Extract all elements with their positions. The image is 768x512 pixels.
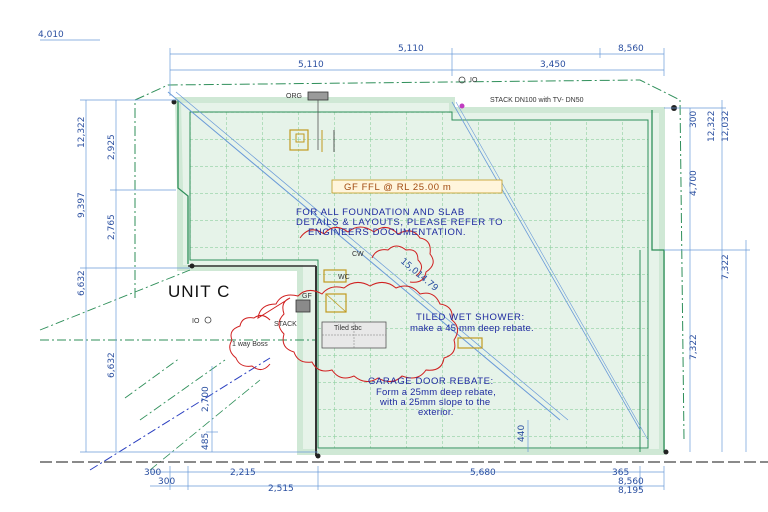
label-one-way-boss: 1 way Boss [232,341,268,348]
dim-bottom-300-b: 300 [158,477,175,487]
note-garage-title: GARAGE DOOR REBATE: [368,376,494,387]
slab-tile-grid [190,112,648,448]
dim-bottom-8560: 8,560 [618,477,644,487]
revision-cloud-left [229,314,271,370]
note-gf-ffl: GF FFL @ RL 25.00 m [344,182,451,193]
dim-left-1: 12,322 [77,117,87,149]
bottom-dimension-lines [150,466,665,490]
label-cw: CW [352,251,364,258]
stack-marker [459,103,465,109]
dim-left-4: 2,765 [107,214,117,240]
diagonal-dimension-line-2 [175,91,569,421]
diagonal-stack-line [451,101,641,431]
floor-waste-fixture [457,337,483,349]
dim-left-5: 6,632 [77,270,87,296]
dim-right-7322-a: 7,322 [721,254,731,280]
dim-top-far-left: 4,010 [38,30,64,40]
dim-left-3: 9,397 [77,192,87,218]
revision-cloud-foundation [299,226,434,283]
gf-ffl-box [331,179,503,194]
io-marker-left [204,316,212,324]
revision-cloud-cw [371,245,422,277]
inner-dimension-lines [206,366,529,452]
dim-bottom-300-a: 300 [144,468,161,478]
dim-right-4700: 4,700 [689,170,699,196]
wc-fixture [323,269,347,283]
note-foundation-line-1: FOR ALL FOUNDATION AND SLAB [296,207,465,218]
slab-inner-edge [189,111,649,449]
label-stack-dn: STACK DN100 with TV- DN50 [490,97,584,104]
dim-left-2: 2,925 [107,134,117,160]
unit-label: UNIT C [168,282,230,301]
corner-marker-sw [315,453,321,459]
corner-marker-nw [171,99,177,105]
dim-inner-485: 485 [201,433,211,450]
note-garage-line-1: Form a 25mm deep rebate, [376,387,496,398]
label-stack: STACK [274,321,297,328]
stack-fixture [295,299,311,313]
dim-right-12322: 12,322 [707,111,717,143]
meter-box [289,129,335,152]
wall-east [651,110,665,452]
dim-bottom-8195: 8,195 [618,486,644,496]
dim-left-6: 6,632 [107,352,117,378]
diagonal-dashdot-blue [89,357,271,471]
revision-cloud-shower [257,282,458,382]
diagonal-dashdot-green [149,379,261,471]
note-shower-title: TILED WET SHOWER: [416,312,525,323]
dim-bottom-365: 365 [612,468,629,478]
corner-marker-unit-c [189,263,195,269]
dim-bottom-5680: 5,680 [470,468,496,478]
dim-top-right: 8,560 [618,44,644,54]
dim-top-row3-left: 5,110 [298,60,324,70]
tiled-sbc-box [321,321,387,349]
label-wc: WC [338,274,350,281]
corner-marker-se [663,449,669,455]
dim-inner-440: 440 [517,425,527,442]
basin-fixture [325,293,347,313]
dim-bottom-2215: 2,215 [230,468,256,478]
wall-west [177,100,189,264]
note-garage-line-3: exterior. [418,407,454,418]
diagonal-stack-line-2 [455,101,649,441]
dim-bottom-2515: 2,515 [268,484,294,494]
lot-boundary [134,79,685,441]
label-io-left: IO [192,318,200,325]
dim-right-300: 300 [689,111,699,128]
note-foundation-line-2: DETAILS & LAYOUTS, PLEASE REFER TO [296,217,503,228]
dim-right-12032: 12,032 [721,111,731,143]
lot-boundary-west [39,269,315,421]
dim-inner-2700: 2,700 [201,386,211,412]
right-dimension-lines [664,100,750,452]
dim-top-mid: 5,110 [398,44,424,54]
label-tiled-sbc: Tiled sbc [334,325,362,332]
io-marker-top [458,76,466,84]
left-dimension-lines [80,99,318,453]
top-dimension-lines [40,39,665,96]
org-fixture [307,91,329,150]
dim-right-7322-b: 7,322 [689,334,699,360]
note-shower-body: make a 45 mm deep rebate. [410,323,534,334]
label-org: ORG [286,93,302,100]
note-garage-line-2: with a 25mm slope to the [379,397,490,408]
label-gf: GF [302,293,312,300]
dim-top-row3-right: 3,450 [540,60,566,70]
note-foundation-line-3: ENGINEERS DOCUMENTATION. [308,227,466,238]
diagonal-dimension-line [167,91,561,421]
label-io-top: IO [470,77,478,84]
